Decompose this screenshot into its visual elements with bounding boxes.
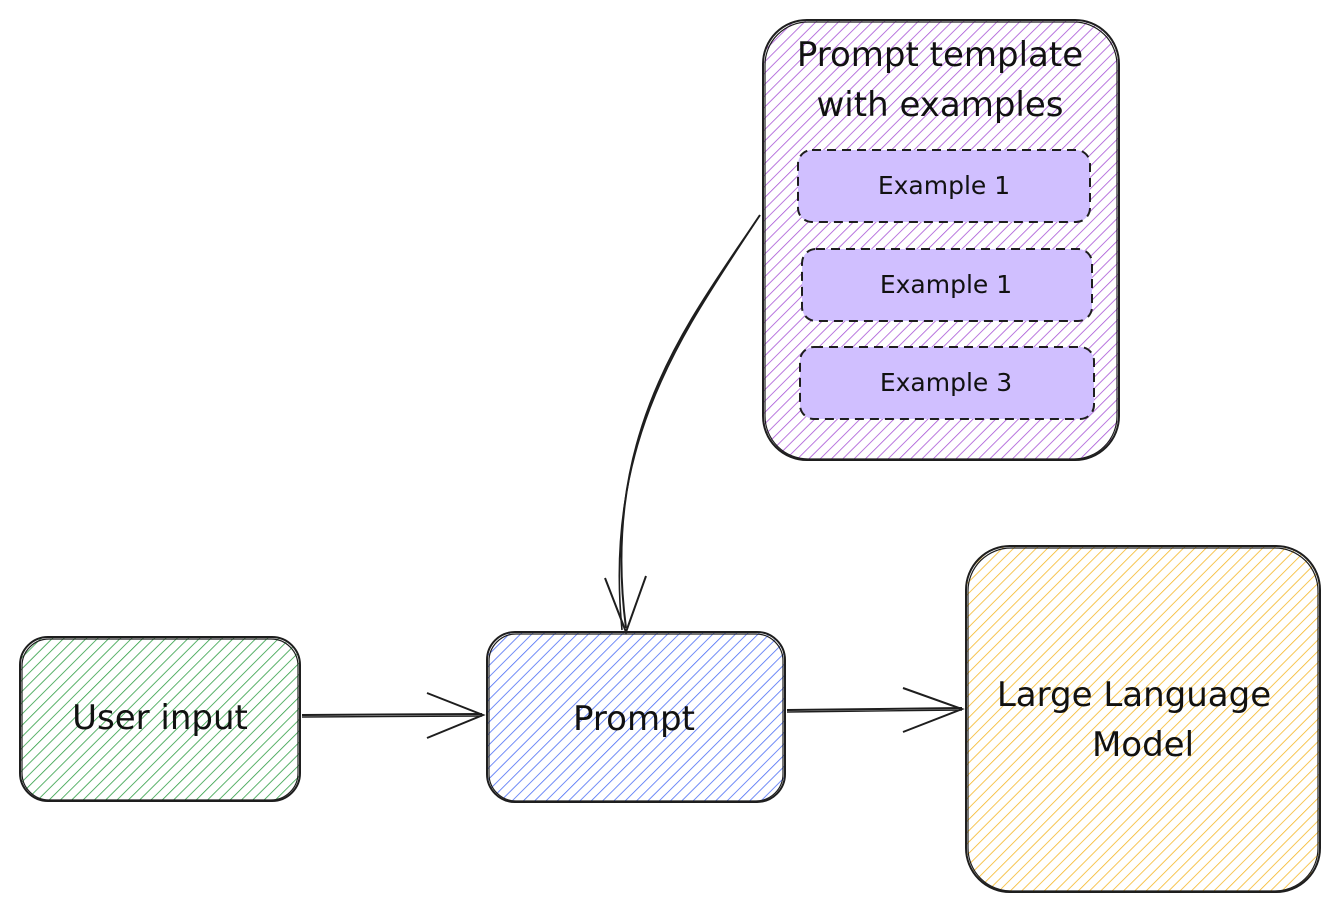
example-2-label: Example 1 [880, 270, 1012, 299]
prompt-template-title-line1: Prompt template [797, 35, 1083, 75]
edge-user-input-to-prompt [301, 692, 486, 739]
prompt-node[interactable]: Prompt [486, 631, 786, 803]
llm-label-line2: Model [1092, 725, 1194, 765]
llm-label-line1: Large Language [997, 675, 1271, 715]
example-2-node[interactable]: Example 1 [801, 248, 1093, 322]
user-input-label: User input [72, 698, 248, 738]
example-1-label: Example 1 [878, 171, 1010, 200]
edge-prompt-to-llm [786, 687, 965, 733]
example-3-label: Example 3 [880, 368, 1012, 397]
example-3-node[interactable]: Example 3 [799, 346, 1095, 420]
prompt-label: Prompt [573, 699, 695, 739]
edge-template-to-prompt [604, 214, 761, 635]
user-input-node[interactable]: User input [19, 636, 301, 802]
example-1-node[interactable]: Example 1 [797, 149, 1091, 223]
prompt-template-title-line2: with examples [817, 85, 1064, 125]
llm-node[interactable]: Large Language Model [965, 545, 1321, 893]
